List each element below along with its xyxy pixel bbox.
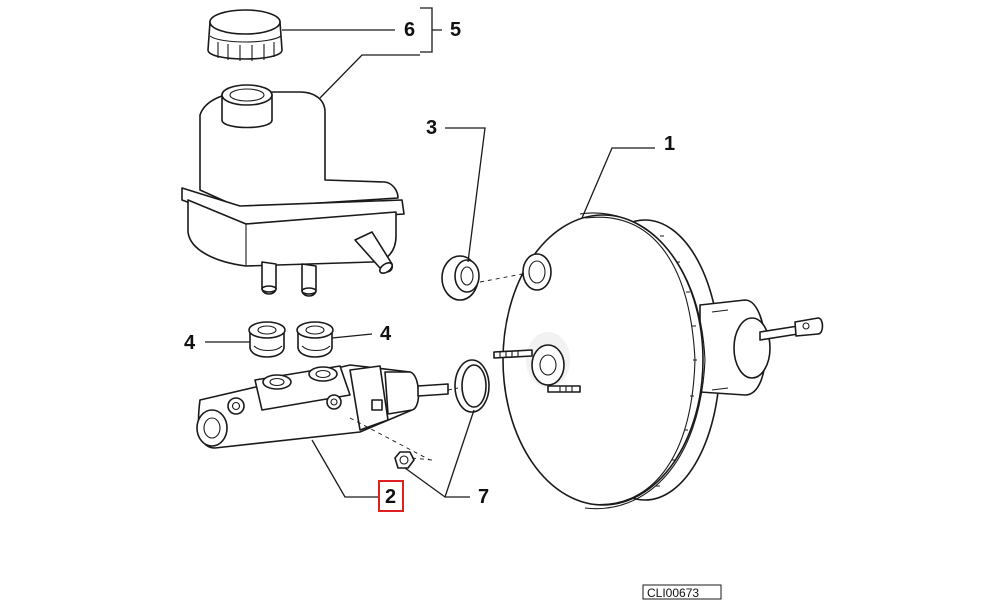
callout-3: 3 [426, 117, 437, 139]
fluid-reservoir[interactable] [181, 84, 405, 297]
callout-4-left: 4 [184, 332, 196, 354]
callout-6: 6 [404, 19, 415, 41]
o-ring-seal[interactable] [454, 359, 490, 413]
highlight-box [378, 480, 404, 512]
grommet-left[interactable] [248, 321, 286, 358]
assembly-lines [349, 273, 523, 461]
brake-booster[interactable] [493, 212, 824, 510]
callout-labels: 6 5 3 1 4 4 2 7 [184, 19, 675, 512]
callout-2: 2 [385, 486, 396, 508]
booster-grommet[interactable] [441, 255, 480, 301]
callout-1: 1 [664, 133, 675, 155]
grommet-right[interactable] [296, 321, 334, 358]
reservoir-cap[interactable] [207, 9, 283, 61]
master-cylinder[interactable] [196, 364, 449, 449]
leader-lines [205, 7, 655, 498]
callout-4-right: 4 [380, 323, 392, 345]
reference-code-box: CLI00673 [642, 584, 722, 600]
mounting-nut[interactable] [394, 451, 415, 469]
callout-7: 7 [478, 486, 489, 508]
callout-5: 5 [450, 19, 461, 41]
reference-code: CLI00673 [647, 586, 699, 600]
